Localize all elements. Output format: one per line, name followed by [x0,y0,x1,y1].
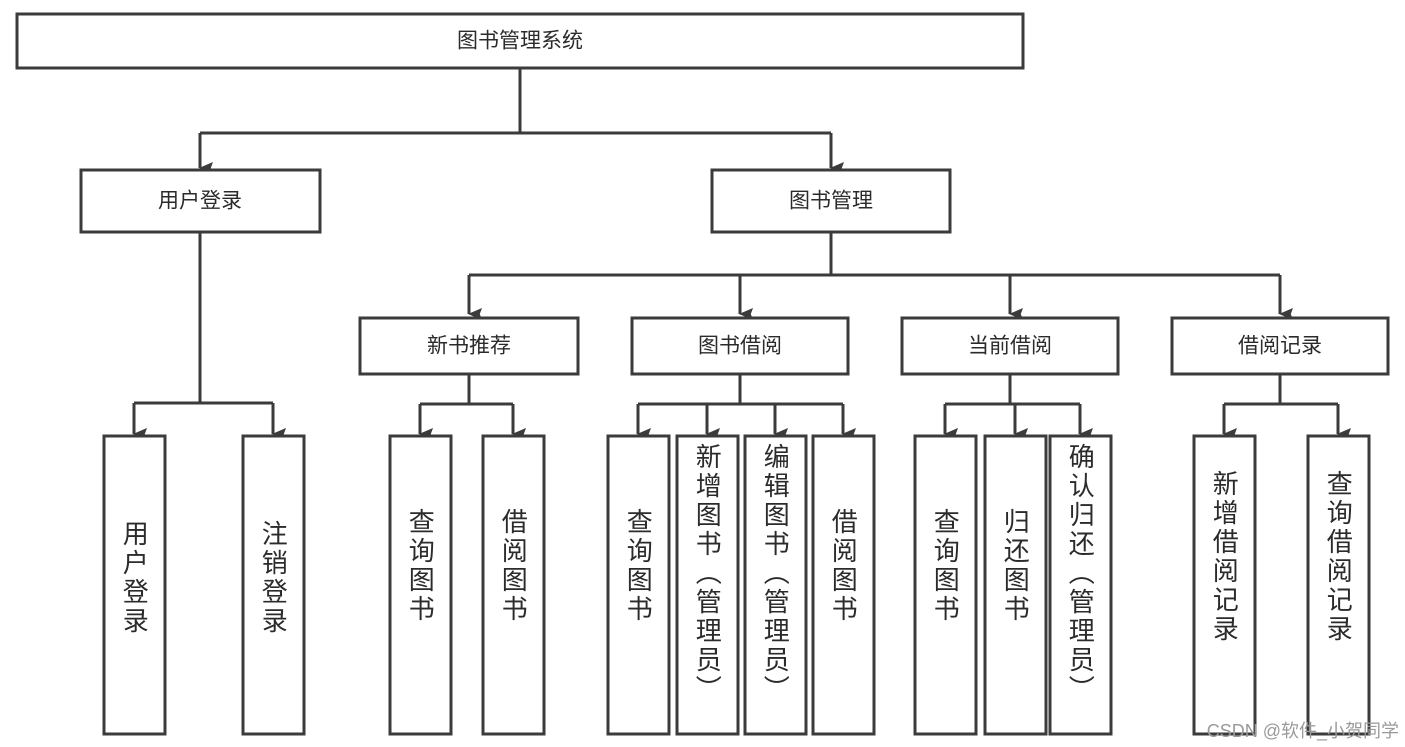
node-current-borrow-rect[interactable] [900,316,1120,376]
watermark-text: CSDN @软件_小贺同学 [1206,721,1399,741]
leaf-rect-current-borrow-3[interactable] [1048,434,1113,736]
node-borrow-record-label: 借阅记录 [1238,335,1322,358]
node-user-login-rect[interactable] [79,168,322,234]
connector-group-current-borrow [943,374,1093,440]
connector-group-user-login [132,232,286,440]
node-user-login-label: 用户登录 [158,190,242,213]
node-current-borrow[interactable]: 当前借阅 [900,316,1120,376]
node-current-borrow-label: 当前借阅 [968,335,1052,358]
node-borrow-record-rect[interactable] [1170,316,1390,376]
leaf-rect-book-borrow-2[interactable] [675,434,740,736]
node-book-borrow[interactable]: 图书借阅 [630,316,850,376]
connector-group-new-book [418,374,526,440]
leaf-rect-current-borrow-1[interactable] [913,434,978,736]
connector-group-book-manage [467,232,1293,320]
leaf-rect-borrow-record-2[interactable] [1306,434,1371,736]
leaf-rect-new-book-2[interactable] [481,434,546,736]
leaf-rect-book-borrow-1[interactable] [606,434,671,736]
connector-group-book-borrow [636,374,856,440]
node-root[interactable]: 图书管理系统 [15,12,1025,70]
connector-group-root [198,68,844,174]
node-new-book[interactable]: 新书推荐 [358,316,580,376]
node-user-login[interactable]: 用户登录 [79,168,322,234]
leaf-rect-book-borrow-4[interactable] [811,434,876,736]
node-new-book-rect[interactable] [358,316,580,376]
node-book-manage-label: 图书管理 [789,190,873,213]
node-root-label: 图书管理系统 [457,30,583,53]
node-root-rect[interactable] [15,12,1025,70]
node-new-book-label: 新书推荐 [427,335,511,358]
leaf-rect-user-login-1[interactable] [102,434,167,736]
connector-group-borrow-record [1222,374,1351,440]
leaf-rect-user-login-2[interactable] [241,434,306,736]
node-borrow-record[interactable]: 借阅记录 [1170,316,1390,376]
leaf-rect-book-borrow-3[interactable] [743,434,808,736]
node-book-borrow-rect[interactable] [630,316,850,376]
leaf-rect-new-book-1[interactable] [388,434,453,736]
node-book-manage[interactable]: 图书管理 [710,168,952,234]
leaf-rect-borrow-record-1[interactable] [1192,434,1257,736]
node-book-manage-rect[interactable] [710,168,952,234]
leaf-rect-current-borrow-2[interactable] [983,434,1048,736]
node-book-borrow-label: 图书借阅 [698,335,782,358]
